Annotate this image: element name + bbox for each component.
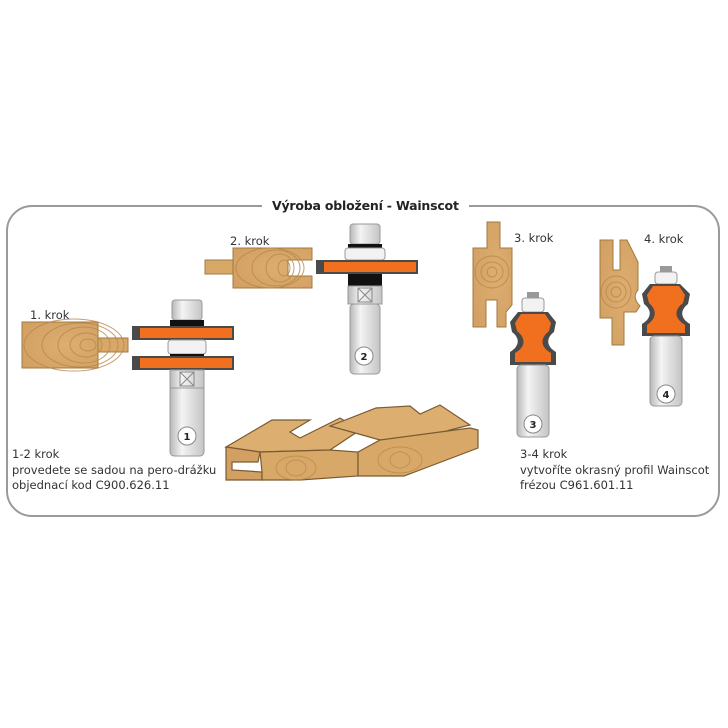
step1-router-bit xyxy=(132,299,234,457)
step1-label: 1. krok xyxy=(30,308,70,322)
bit-number-1: 1 xyxy=(184,432,191,443)
finished-wainscot-boards xyxy=(224,404,479,481)
step4-router-bit xyxy=(642,266,690,407)
bit-number-3: 3 xyxy=(530,420,537,431)
note-right: 3-4 krok vytvoříte okrasný profil Wainsc… xyxy=(520,447,709,494)
note-right-heading: 3-4 krok xyxy=(520,447,568,461)
note-left-line2: objednací kod C900.626.11 xyxy=(12,478,170,492)
bit-number-4: 4 xyxy=(663,390,670,401)
note-left-heading: 1-2 krok xyxy=(12,447,60,461)
step2-workpiece xyxy=(204,247,313,289)
step2-router-bit xyxy=(316,223,418,375)
step4-label: 4. krok xyxy=(644,232,684,246)
note-right-line1: vytvoříte okrasný profil Wainscot xyxy=(520,462,710,477)
note-left-line1: provedete se sadou na pero-drážku xyxy=(12,462,217,477)
step1-workpiece xyxy=(21,318,129,372)
step3-workpiece xyxy=(472,221,513,328)
step4-workpiece xyxy=(599,239,641,346)
diagram-title: Výroba obložení - Wainscot xyxy=(262,198,469,213)
step2-label: 2. krok xyxy=(230,234,270,248)
step3-label: 3. krok xyxy=(514,231,554,245)
note-left: 1-2 krok provedete se sadou na pero-dráž… xyxy=(12,447,216,494)
note-right-line2: frézou C961.601.11 xyxy=(520,478,634,492)
step3-router-bit xyxy=(510,292,556,438)
bit-number-2: 2 xyxy=(361,352,368,363)
